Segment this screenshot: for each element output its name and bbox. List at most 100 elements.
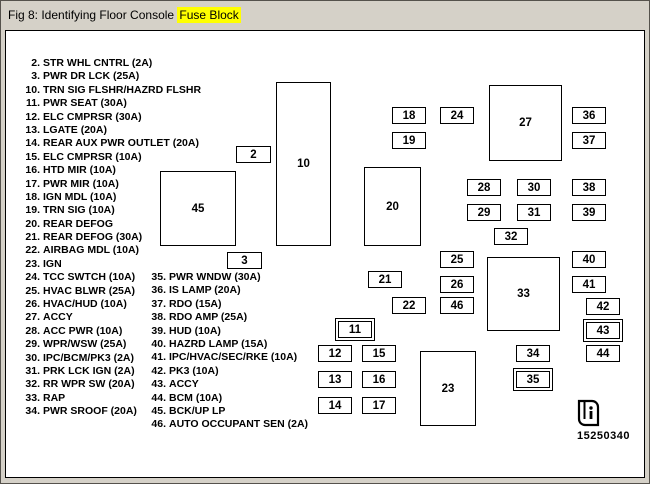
legend-left-item-30: 30.IPC/BCM/PK3 (2A) — [12, 352, 201, 365]
legend-item-label: IPC/BCM/PK3 (2A) — [43, 351, 135, 364]
fuse-cavity-24: 24 — [440, 107, 474, 124]
fuse-cavity-31: 31 — [517, 204, 551, 221]
fuse-cavity-33: 33 — [487, 257, 560, 331]
legend-right-item-36: 36.IS LAMP (20A) — [146, 284, 308, 297]
fuse-cavity-44: 44 — [586, 345, 620, 362]
fuse-cavity-18: 18 — [392, 107, 426, 124]
fuse-cavity-22: 22 — [392, 297, 426, 314]
legend-item-number: 27. — [25, 311, 40, 324]
legend-left-item-23: 23.IGN — [12, 258, 201, 271]
fuse-cavity-3: 3 — [227, 252, 262, 269]
legend-left-item-27: 27.ACCY — [12, 311, 201, 324]
legend-item-number: 40. — [151, 337, 166, 350]
fuse-cavity-21: 21 — [368, 271, 402, 288]
fuse-cavity-16: 16 — [362, 371, 396, 388]
legend-left-item-10: 10.TRN SIG FLSHR/HAZRD FLSHR — [12, 84, 201, 97]
legend-item-number: 18. — [25, 190, 40, 203]
legend-left-item-32: 32.RR WPR SW (20A) — [12, 378, 201, 391]
legend-left-item-20: 20.REAR DEFOG — [12, 218, 201, 231]
fuse-cavity-29: 29 — [467, 204, 501, 221]
legend-item-label: RR WPR SW (20A) — [43, 378, 135, 391]
legend-item-number: 46. — [151, 418, 166, 431]
legend-item-label: TRN SIG (10A) — [43, 204, 115, 217]
legend-item-number: 33. — [25, 391, 40, 404]
fuse-cavity-35: 35 — [513, 368, 553, 391]
legend-item-label: TRN SIG FLSHR/HAZRD FLSHR — [43, 83, 202, 96]
fuse-cavity-10: 10 — [276, 82, 331, 246]
legend-item-label: PRK LCK IGN (2A) — [43, 364, 135, 377]
legend-item-number: 26. — [25, 298, 40, 311]
legend-item-number: 21. — [25, 231, 40, 244]
legend-right-item-39: 39.HUD (10A) — [146, 325, 308, 338]
legend-item-label: ACCY — [169, 378, 199, 391]
legend-left-item-29: 29.WPR/WSW (25A) — [12, 338, 201, 351]
legend-item-label: AIRBAG MDL (10A) — [43, 244, 140, 257]
legend-item-number: 30. — [25, 351, 40, 364]
legend-right-item-45: 45.BCK/UP LP — [146, 405, 308, 418]
legend-item-label: IPC/HVAC/SEC/RKE (10A) — [169, 351, 298, 364]
figure-title-highlight: Fuse Block — [177, 7, 241, 23]
legend-left-item-18: 18.IGN MDL (10A) — [12, 191, 201, 204]
legend-item-label: ACC PWR (10A) — [43, 324, 123, 337]
legend-item-number: 23. — [25, 257, 40, 270]
legend-item-label: PWR DR LCK (25A) — [43, 70, 140, 83]
fuse-cavity-15: 15 — [362, 345, 396, 362]
legend-left-item-12: 12.ELC CMPRSR (30A) — [12, 111, 201, 124]
fuse-cavity-38: 38 — [572, 179, 606, 196]
legend-item-number: 32. — [25, 378, 40, 391]
fuse-cavity-40: 40 — [572, 251, 606, 268]
legend-item-label: PWR MIR (10A) — [43, 177, 119, 190]
legend-item-label: ELC CMPRSR (10A) — [43, 150, 142, 163]
legend-item-label: WPR/WSW (25A) — [43, 338, 127, 351]
legend-right-item-41: 41.IPC/HVAC/SEC/RKE (10A) — [146, 351, 308, 364]
legend-item-number: 38. — [151, 311, 166, 324]
legend-item-label: HVAC/HUD (10A) — [43, 298, 127, 311]
legend-item-number: 35. — [151, 271, 166, 283]
legend-item-label: STR WHL CNTRL (2A) — [43, 57, 153, 69]
legend-item-label: REAR DEFOG (30A) — [43, 231, 143, 244]
legend-right-item-38: 38.RDO AMP (25A) — [146, 311, 308, 324]
legend-item-number: 34. — [25, 405, 40, 418]
legend-left-item-16: 16.HTD MIR (10A) — [12, 164, 201, 177]
legend-right-item-40: 40.HAZRD LAMP (15A) — [146, 338, 308, 351]
legend-item-label: ELC CMPRSR (30A) — [43, 110, 142, 123]
legend-left-item-17: 17.PWR MIR (10A) — [12, 178, 201, 191]
legend-item-label: BCM (10A) — [169, 391, 223, 404]
fuse-cavity-11: 11 — [335, 318, 375, 341]
legend-left-item-33: 33.RAP — [12, 392, 201, 405]
fuse-cavity-2: 2 — [236, 146, 271, 163]
fuse-cavity-19: 19 — [392, 132, 426, 149]
fuse-cavity-45: 45 — [160, 171, 236, 246]
legend-item-label: LGATE (20A) — [43, 123, 107, 136]
legend-right-item-44: 44.BCM (10A) — [146, 392, 308, 405]
legend-item-label: IGN — [43, 257, 62, 270]
legend-item-number: 20. — [25, 217, 40, 230]
legend-item-label: HUD (10A) — [169, 324, 221, 337]
legend-item-label: IS LAMP (20A) — [169, 284, 241, 297]
legend-left-item-24: 24.TCC SWTCH (10A) — [12, 271, 201, 284]
legend-item-number: 10. — [25, 83, 40, 96]
legend-left-item-21: 21.REAR DEFOG (30A) — [12, 231, 201, 244]
legend-column-left: 2.STR WHL CNTRL (2A)3.PWR DR LCK (25A)10… — [12, 57, 201, 419]
legend-item-number: 25. — [25, 284, 40, 297]
fuse-cavity-14: 14 — [318, 397, 352, 414]
legend-right-item-35: 35.PWR WNDW (30A) — [146, 271, 308, 284]
legend-left-item-3: 3.PWR DR LCK (25A) — [12, 70, 201, 83]
legend-item-number: 2. — [31, 57, 40, 69]
legend-left-item-28: 28.ACC PWR (10A) — [12, 325, 201, 338]
legend-item-number: 37. — [151, 297, 166, 310]
legend-item-number: 45. — [151, 404, 166, 417]
legend-item-number: 44. — [151, 391, 166, 404]
fuse-cavity-23: 23 — [420, 351, 476, 426]
legend-item-label: IGN MDL (10A) — [43, 190, 117, 203]
legend-item-label: HAZRD LAMP (15A) — [169, 337, 268, 350]
legend-left-item-25: 25.HVAC BLWR (25A) — [12, 285, 201, 298]
legend-right-item-42: 42.PK3 (10A) — [146, 365, 308, 378]
figure-title-prefix: Fig 8: Identifying Floor Console — [8, 8, 178, 22]
fuse-cavity-42: 42 — [586, 298, 620, 315]
legend-item-number: 36. — [151, 284, 166, 297]
legend-item-number: 16. — [25, 164, 40, 177]
legend-item-number: 31. — [25, 364, 40, 377]
legend-left-item-34: 34.PWR SROOF (20A) — [12, 405, 201, 418]
legend-item-number: 39. — [151, 324, 166, 337]
